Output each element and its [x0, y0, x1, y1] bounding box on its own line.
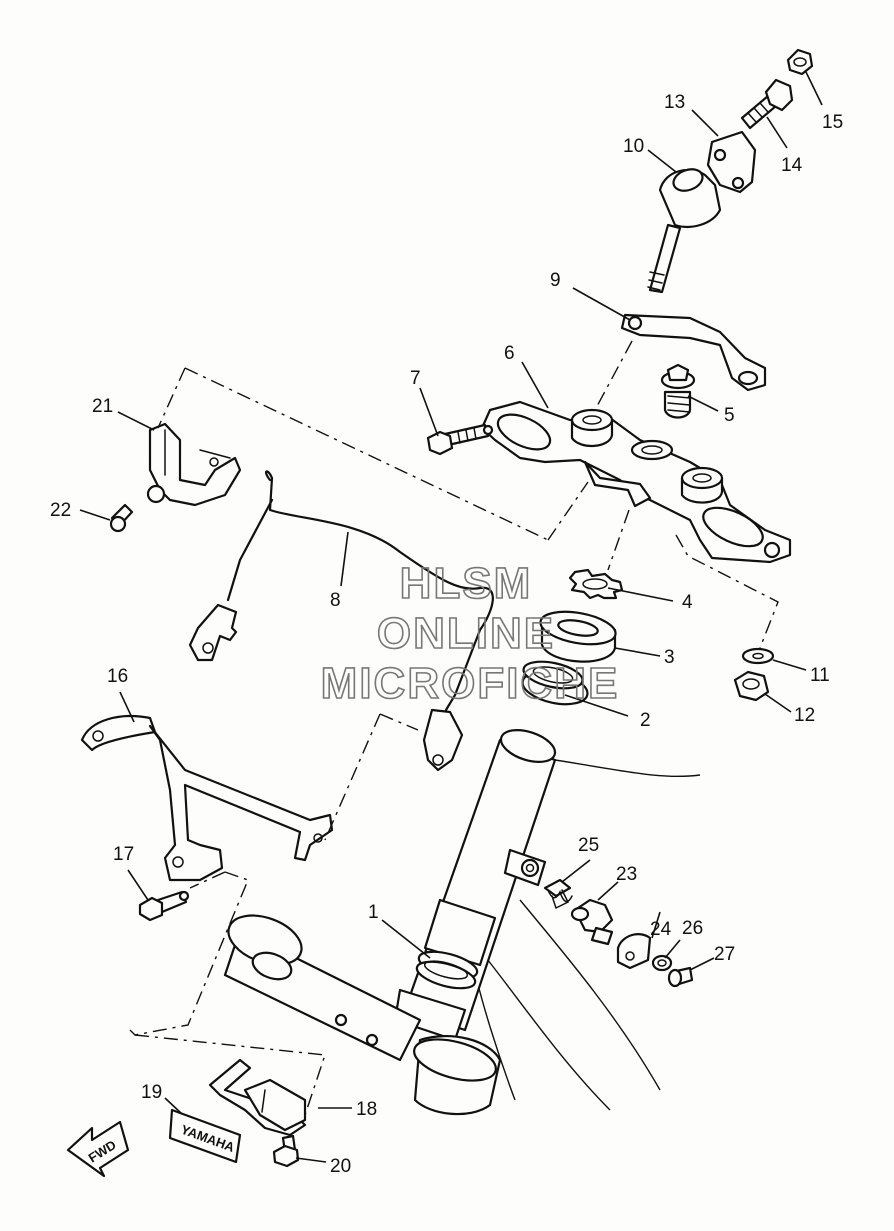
- callout-20: 20: [330, 1156, 351, 1177]
- rivet-part: [667, 966, 694, 988]
- spring-part: [543, 878, 573, 910]
- upper-bearing-part: [521, 660, 589, 706]
- holder-bolt-part: [740, 78, 794, 130]
- washer-part: [741, 647, 775, 665]
- leader-lines: [79, 71, 823, 1163]
- callout-15: 15: [822, 112, 843, 133]
- handlebar-holder-lower-part: [647, 168, 722, 294]
- cap-nut-part: [786, 48, 814, 76]
- meter-stay-part: [80, 714, 334, 882]
- flange-bolt-part: [660, 363, 696, 419]
- callout-19: 19: [141, 1082, 162, 1103]
- callout-25: 25: [578, 835, 599, 856]
- callout-12: 12: [794, 705, 815, 726]
- callout-17: 17: [113, 844, 134, 865]
- watermark: HLSM ONLINE MICROFICHE: [320, 558, 620, 709]
- callout-8: 8: [330, 590, 341, 611]
- lock-part: [570, 898, 614, 946]
- callout-24: 24: [650, 919, 672, 940]
- callout-22: 22: [50, 500, 71, 521]
- assembly-lines: [129, 340, 779, 1116]
- steering-stem-part: [223, 729, 557, 1116]
- watermark-line-2: ONLINE: [377, 609, 555, 658]
- watermark-line-3: MICROFICHE: [321, 659, 620, 708]
- callout-4: 4: [682, 592, 693, 613]
- callout-23: 23: [616, 864, 637, 885]
- bracket-screw-part: [109, 503, 134, 533]
- yamaha-sticker-part: YAMAHA: [168, 1108, 242, 1164]
- stay-bolt-part: [138, 890, 190, 922]
- callout-21: 21: [92, 396, 113, 417]
- callout-3: 3: [664, 647, 675, 668]
- nut-part: [733, 670, 770, 702]
- callout-14: 14: [781, 155, 803, 176]
- callout-18: 18: [356, 1099, 377, 1120]
- pinch-bolt-part: [426, 423, 494, 456]
- callout-13: 13: [664, 92, 685, 113]
- side-bracket-part: [146, 422, 242, 507]
- callout-16: 16: [107, 666, 128, 687]
- upper-bracket-part: [480, 400, 792, 564]
- bearing-cover-part: [539, 610, 617, 663]
- callout-numbers: 1 2 3 4 5 6 7 8 9 10 11 12 13 14 15 16 1…: [50, 92, 843, 1177]
- watermark-line-1: HLSM: [400, 559, 533, 608]
- ring-nut-part: [568, 568, 624, 600]
- small-washer-part: [651, 954, 673, 972]
- callout-10: 10: [623, 136, 644, 157]
- callout-5: 5: [724, 405, 735, 426]
- callout-2: 2: [640, 710, 651, 731]
- callout-27: 27: [714, 944, 735, 965]
- fwd-arrow: FWD: [66, 1120, 130, 1178]
- handlebar-holder-upper-part: [706, 130, 757, 194]
- callout-6: 6: [504, 343, 515, 364]
- handlebar-plate-part: [620, 313, 767, 392]
- callout-7: 7: [410, 368, 421, 389]
- callout-1: 1: [368, 902, 379, 923]
- lower-bearing-part: [415, 950, 479, 990]
- lock-cover-part: [616, 933, 652, 970]
- plate-screw-part: [272, 1134, 300, 1168]
- cable-part: [188, 470, 494, 772]
- sticker-plate-part: [208, 1058, 307, 1137]
- callout-9: 9: [550, 270, 561, 291]
- callout-11: 11: [810, 665, 830, 686]
- callout-26: 26: [682, 918, 703, 939]
